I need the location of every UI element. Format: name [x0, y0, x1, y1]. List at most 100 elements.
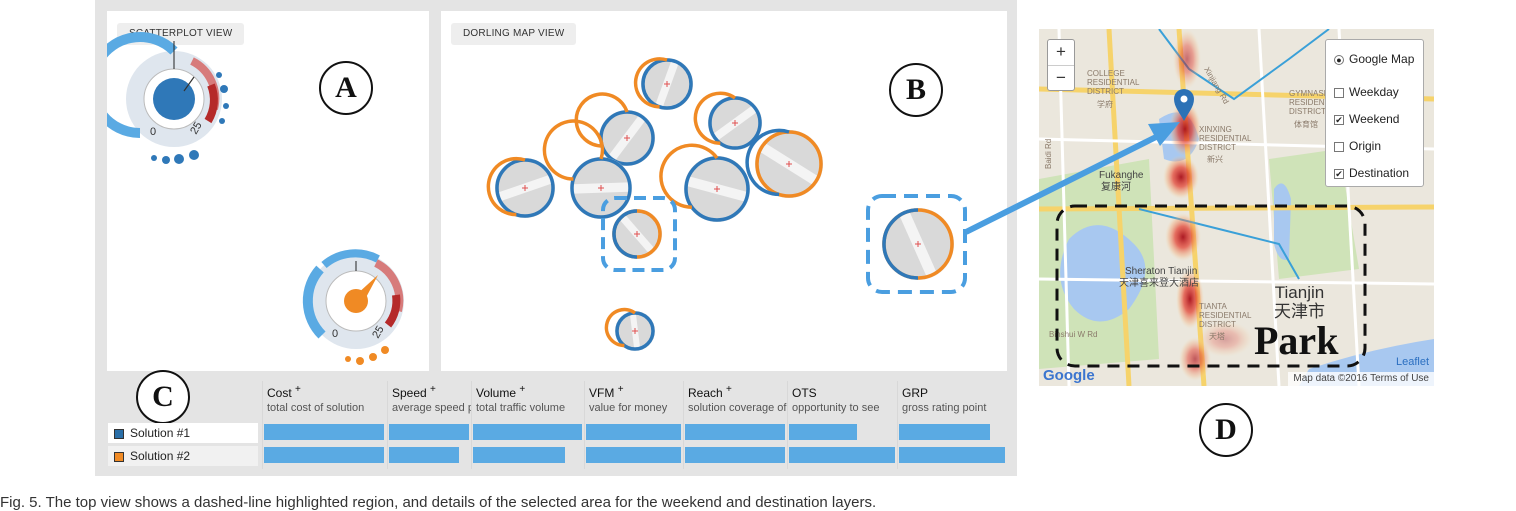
leaflet-link[interactable]: Leaflet	[1395, 356, 1429, 368]
column-vfm[interactable]: VFM + value for money	[584, 381, 683, 469]
layer-google-map[interactable]: ● Google Map	[1334, 50, 1414, 68]
column-reach-name: Reach	[688, 386, 723, 400]
value-bar-row1-col4	[586, 424, 681, 440]
solution-1-swatch	[114, 428, 124, 439]
layer-origin[interactable]: Origin	[1334, 137, 1381, 155]
scatterplot-canvas[interactable]: 0 25 0 25	[107, 11, 429, 371]
scatterplot-view[interactable]: SCATTERPLOT VIEW 0 25	[107, 11, 429, 371]
city-label: Tianjin 天津市	[1274, 283, 1325, 321]
dorling-circle[interactable]	[745, 128, 823, 198]
water-body	[1274, 183, 1291, 260]
dorling-circle[interactable]	[574, 92, 655, 166]
value-bar-row1-col3	[473, 424, 582, 440]
column-volume-sort[interactable]: +	[519, 384, 526, 395]
checkbox-weekend[interactable]: ✔	[1334, 114, 1344, 125]
layer-weekday-label: Weekday	[1349, 85, 1399, 99]
figure-caption: Fig. 5. The top view shows a dashed-line…	[0, 494, 877, 511]
label-tianta-zh: 天塔	[1209, 331, 1225, 341]
dorling-circle[interactable]	[693, 91, 762, 150]
park-highlight-region	[1055, 204, 1367, 368]
dorling-view-tab[interactable]: DORLING MAP VIEW	[451, 23, 577, 45]
label-xinxing-zh: 新兴	[1207, 154, 1223, 164]
column-ots[interactable]: OTS opportunity to see	[787, 381, 897, 469]
label-fukanghe-zh: 复康河	[1101, 180, 1131, 193]
column-vfm-desc: value for money	[589, 402, 668, 414]
dorling-selection-highlight	[601, 196, 677, 272]
solution-table[interactable]: Solution #1 Solution #2 Cost + total cos…	[108, 381, 1008, 469]
glyph-bottom-max-label: 25	[370, 324, 387, 341]
google-logo: Google	[1043, 367, 1095, 384]
value-bar-row1-col2	[389, 424, 469, 440]
checkbox-origin[interactable]	[1334, 141, 1344, 152]
value-bar-row1-col1	[264, 424, 384, 440]
solution-2-swatch	[114, 451, 124, 462]
layer-google-map-label: Google Map	[1349, 52, 1415, 66]
layer-weekday[interactable]: Weekday	[1334, 83, 1399, 101]
column-cost-desc: total cost of solution	[267, 402, 365, 414]
map-attribution[interactable]: Map data ©2016 Terms of Use	[1288, 372, 1434, 386]
column-volume[interactable]: Volume + total traffic volume	[471, 381, 584, 469]
location-pin-icon	[1174, 89, 1194, 121]
column-speed-name: Speed	[392, 386, 427, 400]
column-grp[interactable]: GRP gross rating point	[897, 381, 1007, 469]
label-binshui: Binshui W Rd	[1049, 330, 1097, 339]
value-bar-row1-col6	[789, 424, 857, 440]
city-name: Tianjin	[1274, 283, 1325, 302]
dorling-circle[interactable]	[633, 57, 693, 110]
layer-control[interactable]: ● Google Map Weekday ✔ Weekend Origin ✔ Des…	[1325, 39, 1424, 187]
dorling-circle[interactable]	[604, 307, 655, 352]
glyph-bottom-min-label: 0	[332, 328, 338, 340]
glyph-solution-2: 0 25	[302, 249, 404, 365]
dorling-circle[interactable]	[612, 209, 662, 259]
label-sheraton-zh: 天津喜来登大酒店	[1119, 276, 1199, 289]
dorling-circle[interactable]	[542, 119, 633, 219]
checkbox-weekday[interactable]	[1334, 87, 1344, 98]
column-speed-desc: average speed per solution	[392, 402, 472, 414]
marker-c: C	[136, 370, 190, 424]
column-grp-desc: gross rating point	[902, 402, 987, 414]
label-baidi-rd: Baidi Rd	[1044, 139, 1053, 169]
solution-1-label: Solution #1	[130, 426, 191, 440]
column-speed-sort[interactable]: +	[430, 384, 436, 395]
column-reach-sort[interactable]: +	[726, 384, 732, 395]
column-ots-name: OTS	[792, 386, 817, 400]
park-label: Park	[1254, 318, 1339, 363]
label-sheraton: Sheraton Tianjin	[1125, 266, 1197, 277]
radio-google-map[interactable]: ●	[1334, 54, 1344, 65]
marker-a: A	[319, 61, 373, 115]
value-bar-row1-col5	[685, 424, 785, 440]
destination-heatmap	[1163, 29, 1253, 381]
zoom-control[interactable]: + −	[1047, 39, 1075, 91]
label-fukanghe: Fukanghe	[1099, 170, 1144, 181]
dorling-map-view[interactable]: DORLING MAP VIEW B	[441, 11, 1007, 371]
layer-weekend[interactable]: ✔ Weekend	[1334, 110, 1399, 128]
column-speed[interactable]: Speed + average speed per solution	[387, 381, 472, 469]
value-bar-row2-col3	[473, 447, 565, 463]
layer-destination-label: Destination	[1349, 166, 1410, 180]
dorling-circle[interactable]	[659, 143, 751, 222]
layer-destination[interactable]: ✔ Destination	[1334, 164, 1409, 182]
checkbox-destination[interactable]: ✔	[1334, 168, 1344, 179]
layer-weekend-label: Weekend	[1349, 112, 1400, 126]
column-reach-desc: solution coverage of targets	[688, 402, 788, 414]
glyph-solution-1: 0 25	[107, 32, 229, 164]
marker-d: D	[1199, 403, 1253, 457]
zoom-in-button[interactable]: +	[1056, 42, 1066, 61]
solution-row-label-2[interactable]: Solution #2	[108, 446, 258, 466]
column-reach[interactable]: Reach + solution coverage of targets	[683, 381, 788, 469]
marker-b: B	[889, 63, 943, 117]
zoom-out-button[interactable]: −	[1048, 65, 1074, 90]
city-name-zh: 天津市	[1274, 302, 1325, 321]
column-vfm-sort[interactable]: +	[617, 384, 624, 395]
column-cost-sort[interactable]: +	[295, 384, 301, 395]
solution-row-label-1[interactable]: Solution #1	[108, 423, 258, 443]
column-cost[interactable]: Cost + total cost of solution	[262, 381, 386, 469]
dorling-circle[interactable]	[486, 156, 555, 218]
column-volume-name: Volume	[476, 386, 517, 400]
dorling-circle[interactable]	[882, 208, 954, 280]
